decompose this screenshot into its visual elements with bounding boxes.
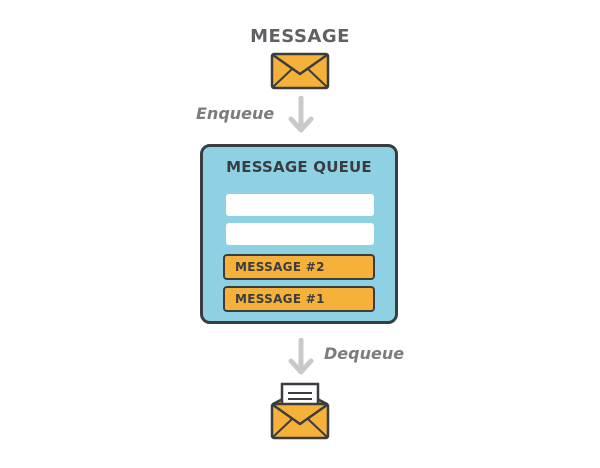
queue-message-2: MESSAGE #2	[223, 254, 375, 280]
open-envelope-icon	[270, 382, 330, 440]
message-label: MESSAGE	[250, 26, 350, 47]
arrow-down-icon	[288, 338, 314, 375]
enqueue-label: Enqueue	[196, 104, 275, 123]
queue-message-1: MESSAGE #1	[223, 286, 375, 312]
dequeue-label: Dequeue	[324, 344, 405, 363]
queue-slot-empty	[226, 223, 374, 245]
arrow-down-icon	[288, 96, 314, 133]
envelope-icon	[270, 52, 330, 90]
queue-title: MESSAGE QUEUE	[226, 158, 372, 176]
queue-slot-empty	[226, 194, 374, 216]
